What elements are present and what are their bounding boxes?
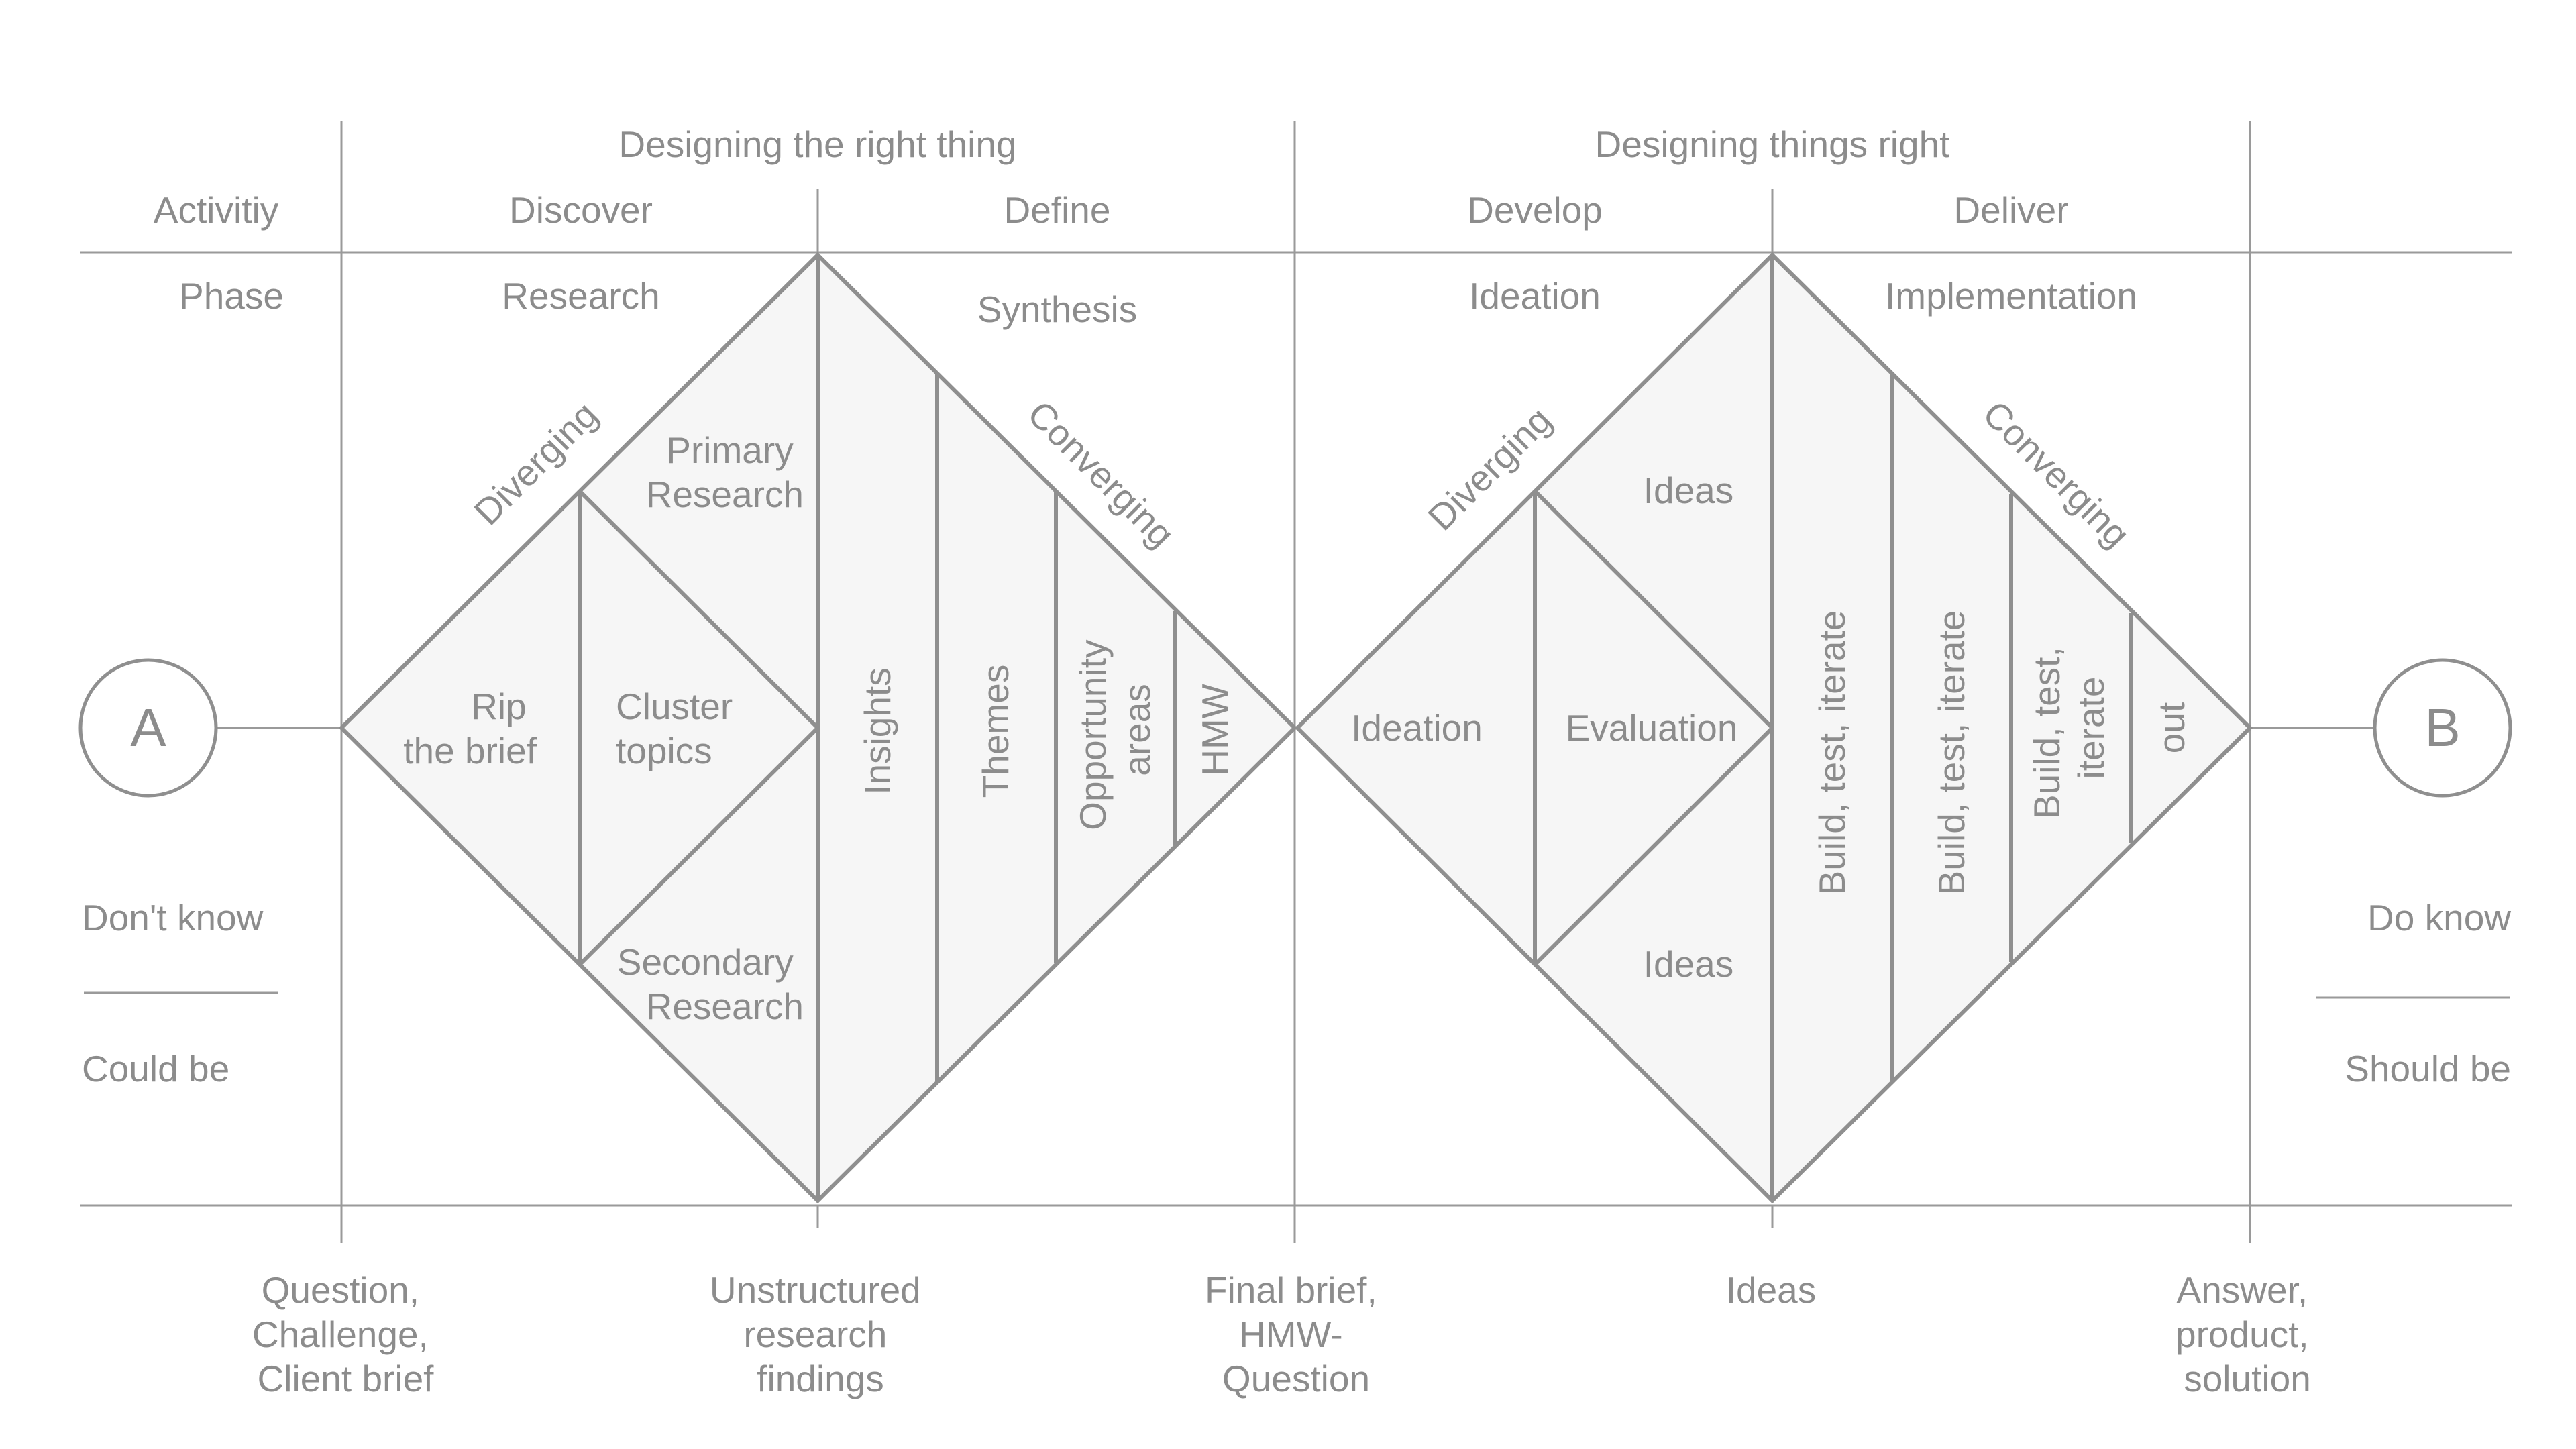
group-title-right: Designing things right	[1595, 123, 1950, 165]
label-could-be: Could be	[82, 1048, 229, 1089]
label-dont-know: Don't know	[82, 897, 264, 938]
diamond-develop-deliver	[1294, 252, 2253, 1204]
label-out: out	[2151, 702, 2192, 753]
label-do-know: Do know	[2367, 897, 2511, 938]
label-cluster-topics: Cluster topics	[616, 686, 743, 771]
diamond-1-inner-right	[578, 726, 820, 967]
phase-research: Research	[502, 275, 659, 317]
diamond-2-inner-left	[1533, 489, 1774, 730]
label-insights: Insights	[857, 667, 898, 795]
end-letter: B	[2424, 698, 2460, 757]
label-opportunity-areas: Opportunity areas	[1072, 629, 1158, 830]
label-primary-research: Primary Research	[646, 429, 804, 515]
diamond-1-inner-left	[578, 489, 820, 730]
label-ideas-bottom: Ideas	[1644, 943, 1734, 985]
label-rip-the-brief: Rip the brief	[403, 686, 537, 771]
phase-ideation: Ideation	[1469, 275, 1601, 317]
label-themes: Themes	[975, 665, 1016, 798]
start-letter: A	[130, 698, 166, 757]
label-evaluation: Evaluation	[1566, 707, 1738, 749]
activity-develop: Develop	[1467, 189, 1603, 231]
output-unstructured-findings: Unstructured research findings	[710, 1269, 931, 1399]
group-title-left: Designing the right thing	[619, 123, 1016, 165]
output-ideas: Ideas	[1726, 1269, 1817, 1311]
activity-discover: Discover	[509, 189, 653, 231]
row-label-phase: Phase	[179, 275, 284, 317]
label-build-test-iterate-1: Build, test, iterate	[1811, 610, 1853, 896]
activity-deliver: Deliver	[1953, 189, 2068, 231]
grid	[80, 121, 2512, 1243]
start-point: A	[78, 658, 218, 798]
phase-synthesis: Synthesis	[977, 288, 1137, 330]
label-hmw: HMW	[1194, 684, 1236, 776]
row-label-activity: Activitiy	[154, 189, 279, 231]
phase-implementation: Implementation	[1885, 275, 2137, 317]
label-build-test-iterate-3: Build, test, iterate	[2026, 637, 2112, 819]
output-question: Question, Challenge, Client brief	[252, 1269, 439, 1399]
start-circle	[78, 658, 218, 798]
label-ideation: Ideation	[1351, 707, 1483, 749]
output-final-brief: Final brief, HMW- Question	[1205, 1269, 1387, 1399]
label-ideas-top: Ideas	[1644, 470, 1734, 511]
label-should-be: Should be	[2345, 1048, 2511, 1089]
end-circle	[2373, 658, 2512, 798]
diamond-discover-define	[338, 252, 1298, 1204]
label-build-test-iterate-2: Build, test, iterate	[1931, 610, 1972, 896]
output-answer: Answer, product, solution	[2176, 1269, 2319, 1399]
end-point: B	[2373, 658, 2512, 798]
label-secondary-research: Secondary Research	[617, 941, 804, 1027]
activity-define: Define	[1004, 189, 1111, 231]
diamond-2-inner-right	[1533, 726, 1774, 967]
